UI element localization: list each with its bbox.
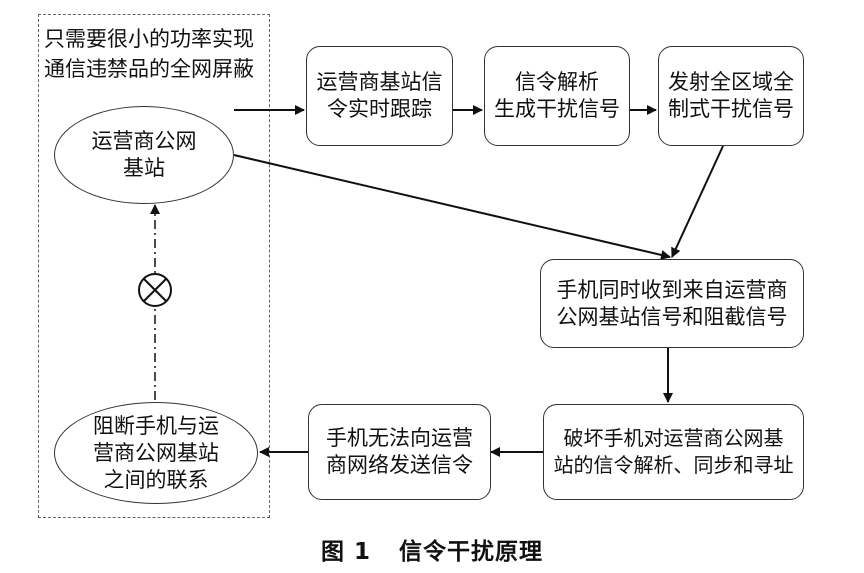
- node-realtime-tracking: 运营商基站信 令实时跟踪: [306, 46, 453, 146]
- node-transmit-jamming-line2: 制式干扰信号: [668, 97, 794, 121]
- node-phone-receives: 手机同时收到来自运营商 公网基站信号和阻截信号: [540, 259, 804, 348]
- node-operator-base-station-line1: 运营商公网: [91, 129, 197, 153]
- node-realtime-tracking-line2: 令实时跟踪: [327, 97, 432, 121]
- figure-caption: 图 1 信令干扰原理: [0, 532, 864, 566]
- node-signal-parsing-line2: 生成干扰信号: [494, 97, 620, 121]
- node-cut-connection: 阻断手机与运 营商公网基站 之间的联系: [54, 402, 258, 504]
- node-phone-receives-line1: 手机同时收到来自运营商: [556, 277, 788, 302]
- node-cut-connection-line2: 营商公网基站: [93, 440, 219, 465]
- node-cut-connection-line1: 阻断手机与运: [93, 413, 219, 438]
- node-phone-cannot-send-line2: 商网络发送信令: [326, 453, 473, 477]
- circle-x-icon: [138, 273, 172, 307]
- dashed-boundary-frame: [38, 14, 270, 518]
- node-disrupt-phone-line2: 站的信令解析、同步和寻址: [553, 453, 794, 477]
- node-cut-connection-line3: 之间的联系: [103, 467, 209, 492]
- frame-note-line1: 只需要很小的功率实现: [44, 27, 254, 51]
- node-phone-cannot-send: 手机无法向运营 商网络发送信令: [308, 404, 491, 500]
- node-phone-receives-line2: 公网基站信号和阻截信号: [556, 304, 788, 329]
- node-operator-base-station-line2: 基站: [123, 156, 165, 180]
- node-operator-base-station: 运营商公网 基站: [54, 106, 234, 204]
- frame-note-line2: 通信违禁品的全网屏蔽: [44, 57, 254, 81]
- frame-note: 只需要很小的功率实现 通信违禁品的全网屏蔽: [44, 24, 274, 84]
- node-signal-parsing: 信令解析 生成干扰信号: [484, 46, 630, 146]
- node-transmit-jamming: 发射全区域全 制式干扰信号: [658, 46, 804, 146]
- figure-title: 信令干扰原理: [399, 539, 543, 565]
- node-realtime-tracking-line1: 运营商基站信: [316, 70, 443, 94]
- node-disrupt-phone: 破坏手机对运营商公网基 站的信令解析、同步和寻址: [543, 404, 804, 500]
- arrow-base-station-to-phone-receives: [233, 154, 671, 260]
- arrow-transmit-to-phone-receives: [671, 145, 724, 258]
- figure-label: 图 1: [320, 539, 371, 565]
- node-transmit-jamming-line1: 发射全区域全: [668, 70, 794, 94]
- node-phone-cannot-send-line1: 手机无法向运营: [326, 426, 473, 450]
- node-disrupt-phone-line1: 破坏手机对运营商公网基: [563, 426, 784, 450]
- node-signal-parsing-line1: 信令解析: [515, 70, 599, 94]
